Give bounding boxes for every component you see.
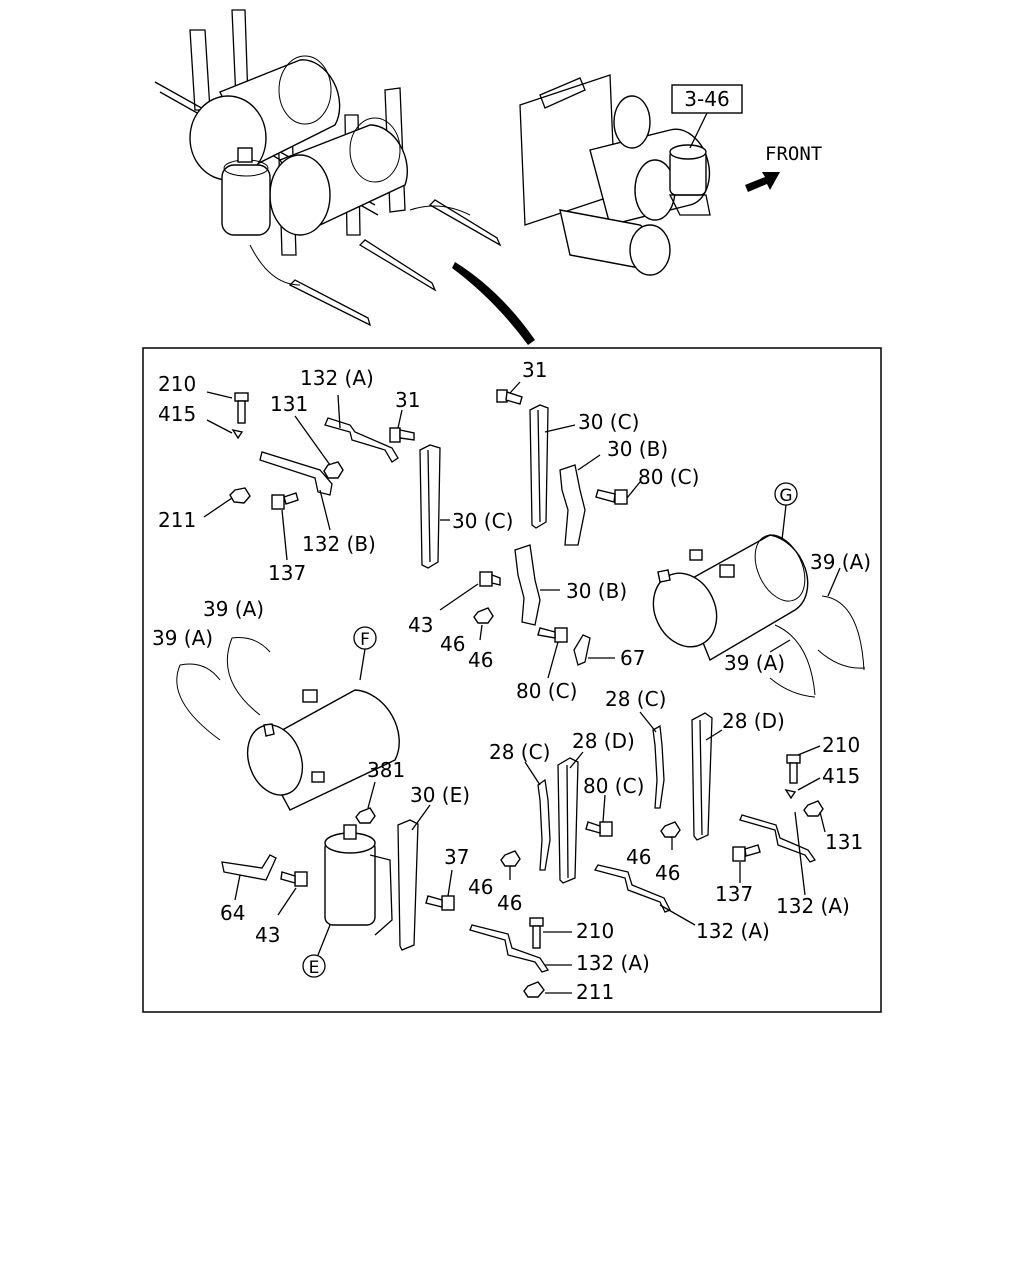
callout-210: 210 [822,733,860,757]
callout-415: 415 [158,402,196,426]
callout-28c: 28 (C) [605,687,666,711]
callout-30b: 30 (B) [607,437,668,461]
callout-132a: 132 (A) [300,366,374,390]
front-arrow-icon [745,172,780,192]
callout-30c: 30 (C) [578,410,639,434]
tank-g: G [652,482,866,698]
callout-43: 43 [408,613,433,637]
circle-label-e [302,954,326,978]
upper-left-parts [203,391,415,561]
callout-132b: 132 (B) [302,532,376,556]
callout-211: 211 [576,980,614,1004]
overview-left-assembly [154,9,502,327]
callout-137: 137 [715,882,753,906]
callout-381: 381 [367,758,405,782]
callout-415: 415 [822,764,860,788]
callout-132a: 132 (A) [576,951,650,975]
callout-39a: 39 (A) [152,626,213,650]
lower-center-parts [500,711,723,884]
callout-28d: 28 (D) [722,709,785,733]
callout-67: 67 [620,646,645,670]
overview-right-assembly [519,74,711,276]
callout-labels: 210 415 132 (A) 131 31 211 132 (B) 137 3… [152,358,871,1004]
callout-46: 46 [497,891,522,915]
callout-39a: 39 (A) [724,651,785,675]
detail-pointer-arrow-icon [452,262,535,345]
reference-box-group: 3-46 [671,84,743,149]
callout-210: 210 [158,372,196,396]
circle-label-g-text: G [779,486,792,506]
callout-43: 43 [255,923,280,947]
callout-137: 137 [268,561,306,585]
bottom-center-parts [469,917,572,998]
callout-46: 46 [626,845,651,869]
air-dryer-e: E [221,781,455,978]
tank-f: F [176,626,400,811]
callout-31: 31 [395,388,420,412]
callout-37: 37 [444,845,469,869]
callout-39a: 39 (A) [203,597,264,621]
circle-label-e-text: E [309,958,320,978]
callout-30c: 30 (C) [452,509,513,533]
callout-132a: 132 (A) [696,919,770,943]
callout-39a: 39 (A) [810,550,871,574]
lower-right-parts [593,745,826,926]
callout-64: 64 [220,901,245,925]
reference-box-label: 3-46 [684,87,729,111]
callout-46: 46 [655,861,680,885]
callout-131: 131 [270,392,308,416]
detail-frame [142,347,882,1013]
callout-210: 210 [576,919,614,943]
callout-80c: 80 (C) [516,679,577,703]
callout-132a: 132 (A) [776,894,850,918]
upper-center-parts [419,381,641,679]
reference-box [671,84,743,114]
callout-46: 46 [468,875,493,899]
callout-46: 46 [468,648,493,672]
callout-131: 131 [825,830,863,854]
callout-30b: 30 (B) [566,579,627,603]
callout-211: 211 [158,508,196,532]
callout-28c: 28 (C) [489,740,550,764]
front-label: FRONT [765,143,822,165]
callout-31: 31 [522,358,547,382]
callout-80c: 80 (C) [583,774,644,798]
callout-80c: 80 (C) [638,465,699,489]
callout-46: 46 [440,632,465,656]
callout-28d: 28 (D) [572,729,635,753]
callout-30e: 30 (E) [410,783,470,807]
circle-label-f-text: F [360,630,370,650]
front-direction-indicator: FRONT [745,143,822,192]
